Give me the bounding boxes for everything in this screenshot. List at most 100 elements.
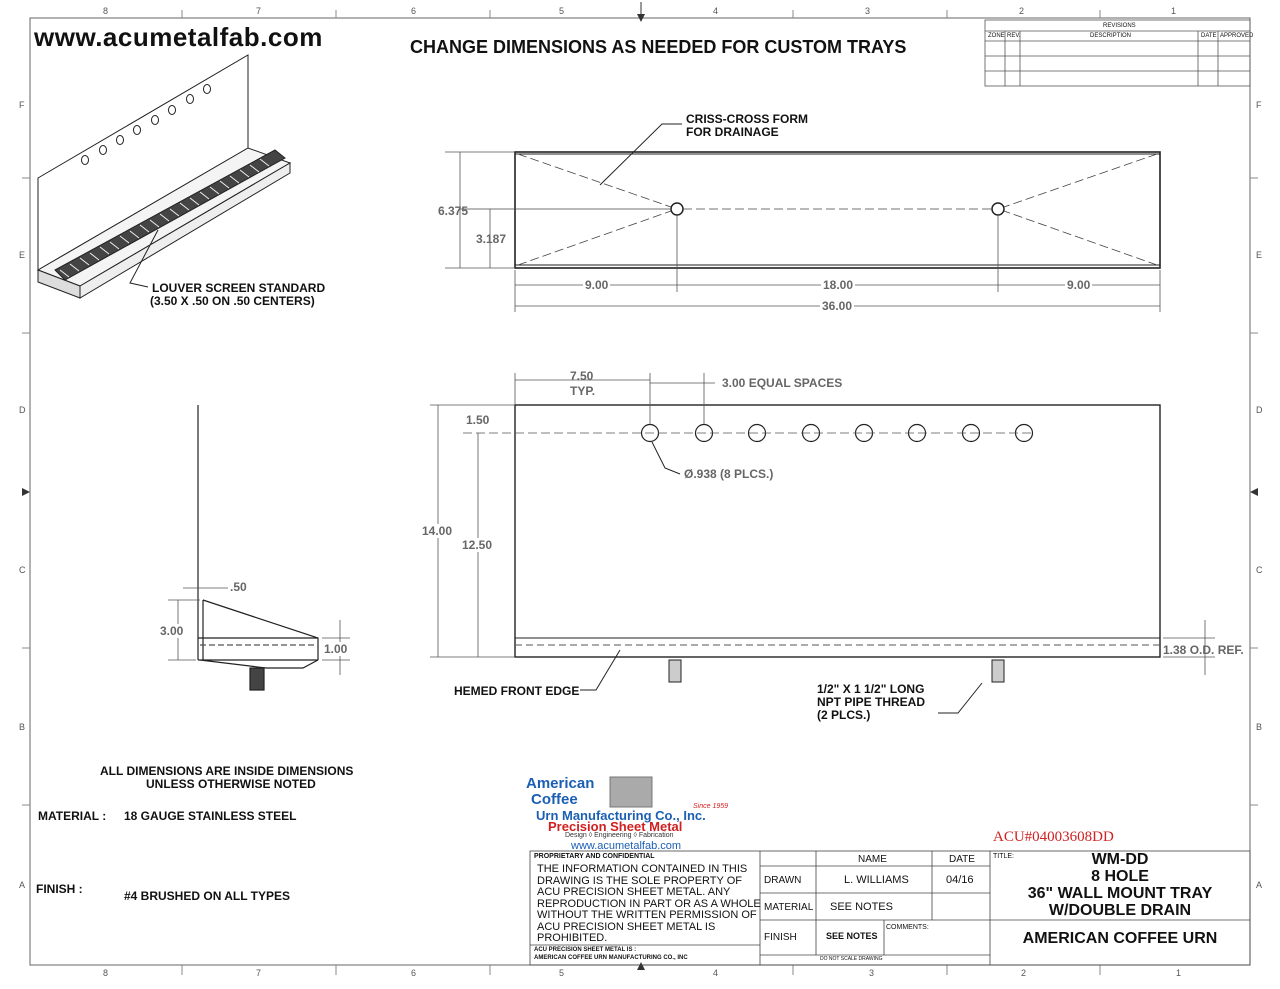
title-block-lines (529, 850, 1251, 966)
drawn-label: DRAWN (764, 875, 802, 886)
top-view (514, 151, 1161, 269)
hem-leader (580, 649, 621, 691)
dim-height-6375: 6.375 (438, 204, 469, 218)
dim-back-height-300: 3.00 (160, 624, 184, 638)
od-ref-callout: 1.38 O.D. REF. (1163, 643, 1244, 657)
side-view-dimensions (168, 587, 350, 675)
grid-col-7-top: 7 (256, 6, 262, 16)
grid-col-6-bottom: 6 (411, 968, 417, 978)
finish-value: #4 BRUSHED ON ALL TYPES (124, 889, 291, 903)
grid-col-8-top: 8 (103, 6, 109, 16)
scale-note: DO NOT SCALE DRAWING (820, 956, 883, 962)
pipe-callout-line1: 1/2" X 1 1/2" LONG (817, 682, 925, 696)
grid-col-8-bottom: 8 (103, 968, 109, 978)
dim-left-900: 9.00 (583, 278, 611, 292)
part-number: ACU#04003608DD (993, 829, 1114, 845)
grid-col-4-bottom: 4 (713, 968, 719, 978)
dim-overall-3600: 36.00 (820, 299, 855, 313)
center-mark-right (1250, 488, 1258, 496)
pipe-callout-line2: NPT PIPE THREAD (817, 695, 926, 709)
dim-hole-height-150: 1.50 (466, 413, 490, 427)
rev-header-zone: ZONE (988, 33, 1005, 39)
dim-half-height-3187: 3.187 (476, 232, 507, 246)
grid-col-7-bottom: 7 (256, 968, 262, 978)
revisions-title: REVISIONS (1103, 23, 1136, 29)
dim-overall-height-1400: 14.00 (422, 524, 453, 538)
grid-col-2-bottom: 2 (1021, 968, 1027, 978)
louver-leader (129, 229, 159, 288)
grid-row-d-left: D (19, 405, 26, 415)
criss-cross-leader (599, 123, 682, 186)
dim-middle-1800: 18.00 (821, 278, 856, 292)
proprietary-title: PROPRIETARY AND CONFIDENTIAL (534, 853, 655, 860)
dim-equal-spaces: 3.00 EQUAL SPACES (722, 376, 843, 390)
grid-row-e-left: E (19, 250, 26, 260)
grid-row-f-right: F (1256, 100, 1262, 110)
grid-row-a-right: A (1256, 880, 1263, 890)
logo-psm: Precision Sheet Metal (548, 819, 683, 834)
headline: CHANGE DIMENSIONS AS NEEDED FOR CUSTOM T… (410, 37, 907, 57)
title-label: TITLE: (993, 853, 1015, 860)
dim-first-hole-750: 7.50 (570, 369, 594, 383)
criss-cross-callout-line1: CRISS-CROSS FORM (686, 112, 809, 126)
grid-row-a-left: A (19, 880, 26, 890)
center-mark-bottom (637, 962, 645, 970)
drawn-date: 04/16 (946, 874, 974, 886)
pipe-leader (938, 682, 983, 714)
grid-col-1-bottom: 1 (1176, 968, 1182, 978)
grid-row-c-right: C (1256, 565, 1263, 575)
drawing-title: WM-DD 8 HOLE 36" WALL MOUNT TRAY W/DOUBL… (1027, 851, 1213, 919)
logo-since: Since 1959 (693, 803, 729, 810)
comments-label: COMMENTS: (886, 924, 929, 931)
logo-line-coffee: Coffee (531, 791, 578, 808)
grid-col-3-bottom: 3 (869, 968, 875, 978)
criss-cross-callout-line2: FOR DRAINAGE (686, 125, 779, 139)
rev-header-rev: REV. (1007, 33, 1021, 39)
criss-cross-lines (460, 153, 1158, 266)
front-view (514, 404, 1161, 683)
pipe-callout-line3: (2 PLCS.) (817, 708, 871, 722)
grid-col-1-top: 1 (1171, 6, 1177, 16)
grid-col-5-top: 5 (559, 6, 565, 16)
footer-line1: ACU PRECISION SHEET METAL IS : (534, 947, 637, 953)
grid-col-5-bottom: 5 (559, 968, 565, 978)
louver-callout-line2: (3.50 X .50 ON .50 CENTERS) (150, 294, 315, 308)
tb-finish-value: SEE NOTES (826, 931, 878, 941)
iso-louvers (59, 158, 270, 278)
dim-upper-height-1250: 12.50 (462, 538, 493, 552)
dim-thickness-050: .50 (230, 580, 247, 594)
grid-col-4-top: 4 (713, 6, 719, 16)
top-view-dimensions (445, 151, 1161, 312)
iso-view (36, 54, 292, 299)
iso-holes (81, 84, 211, 165)
note-inside-dims-line1: ALL DIMENSIONS ARE INSIDE DIMENSIONS (100, 764, 354, 778)
dim-right-900: 9.00 (1065, 278, 1093, 292)
material-label: MATERIAL : (38, 809, 107, 823)
rev-header-approved: APPROVED (1220, 33, 1254, 39)
revisions-table (984, 19, 1251, 87)
note-inside-dims-line2: UNLESS OTHERWISE NOTED (146, 777, 316, 791)
louver-callout-line1: LOUVER SCREEN STANDARD (152, 281, 326, 295)
name-header: NAME (858, 854, 887, 865)
logo-line-american: American (526, 775, 595, 792)
date-header: DATE (949, 854, 975, 865)
grid-row-d-right: D (1256, 405, 1263, 415)
dim-front-height-100: 1.00 (324, 642, 348, 656)
grid-row-f-left: F (19, 100, 25, 110)
material-value: 18 GAUGE STAINLESS STEEL (124, 809, 297, 823)
proprietary-text: THE INFORMATION CONTAINED IN THIS DRAWIN… (537, 863, 761, 944)
footer-line2: AMERICAN COFFEE URN MANUFACTURING CO., I… (534, 955, 688, 961)
hole-leader (651, 441, 681, 475)
finish-label: FINISH : (36, 882, 83, 896)
drawn-name: L. WILLIAMS (844, 874, 909, 886)
tb-material-value: SEE NOTES (830, 901, 893, 913)
rev-header-date: DATE (1201, 33, 1217, 39)
center-mark-top (637, 14, 645, 22)
center-mark-left (22, 488, 30, 496)
grid-row-e-right: E (1256, 250, 1263, 260)
hole-diameter-callout: Ø.938 (8 PLCS.) (684, 467, 774, 481)
website-url[interactable]: www.acumetalfab.com (34, 22, 323, 52)
logo-url[interactable]: www.acumetalfab.com (571, 840, 682, 852)
logo-building-graphic (609, 776, 653, 808)
